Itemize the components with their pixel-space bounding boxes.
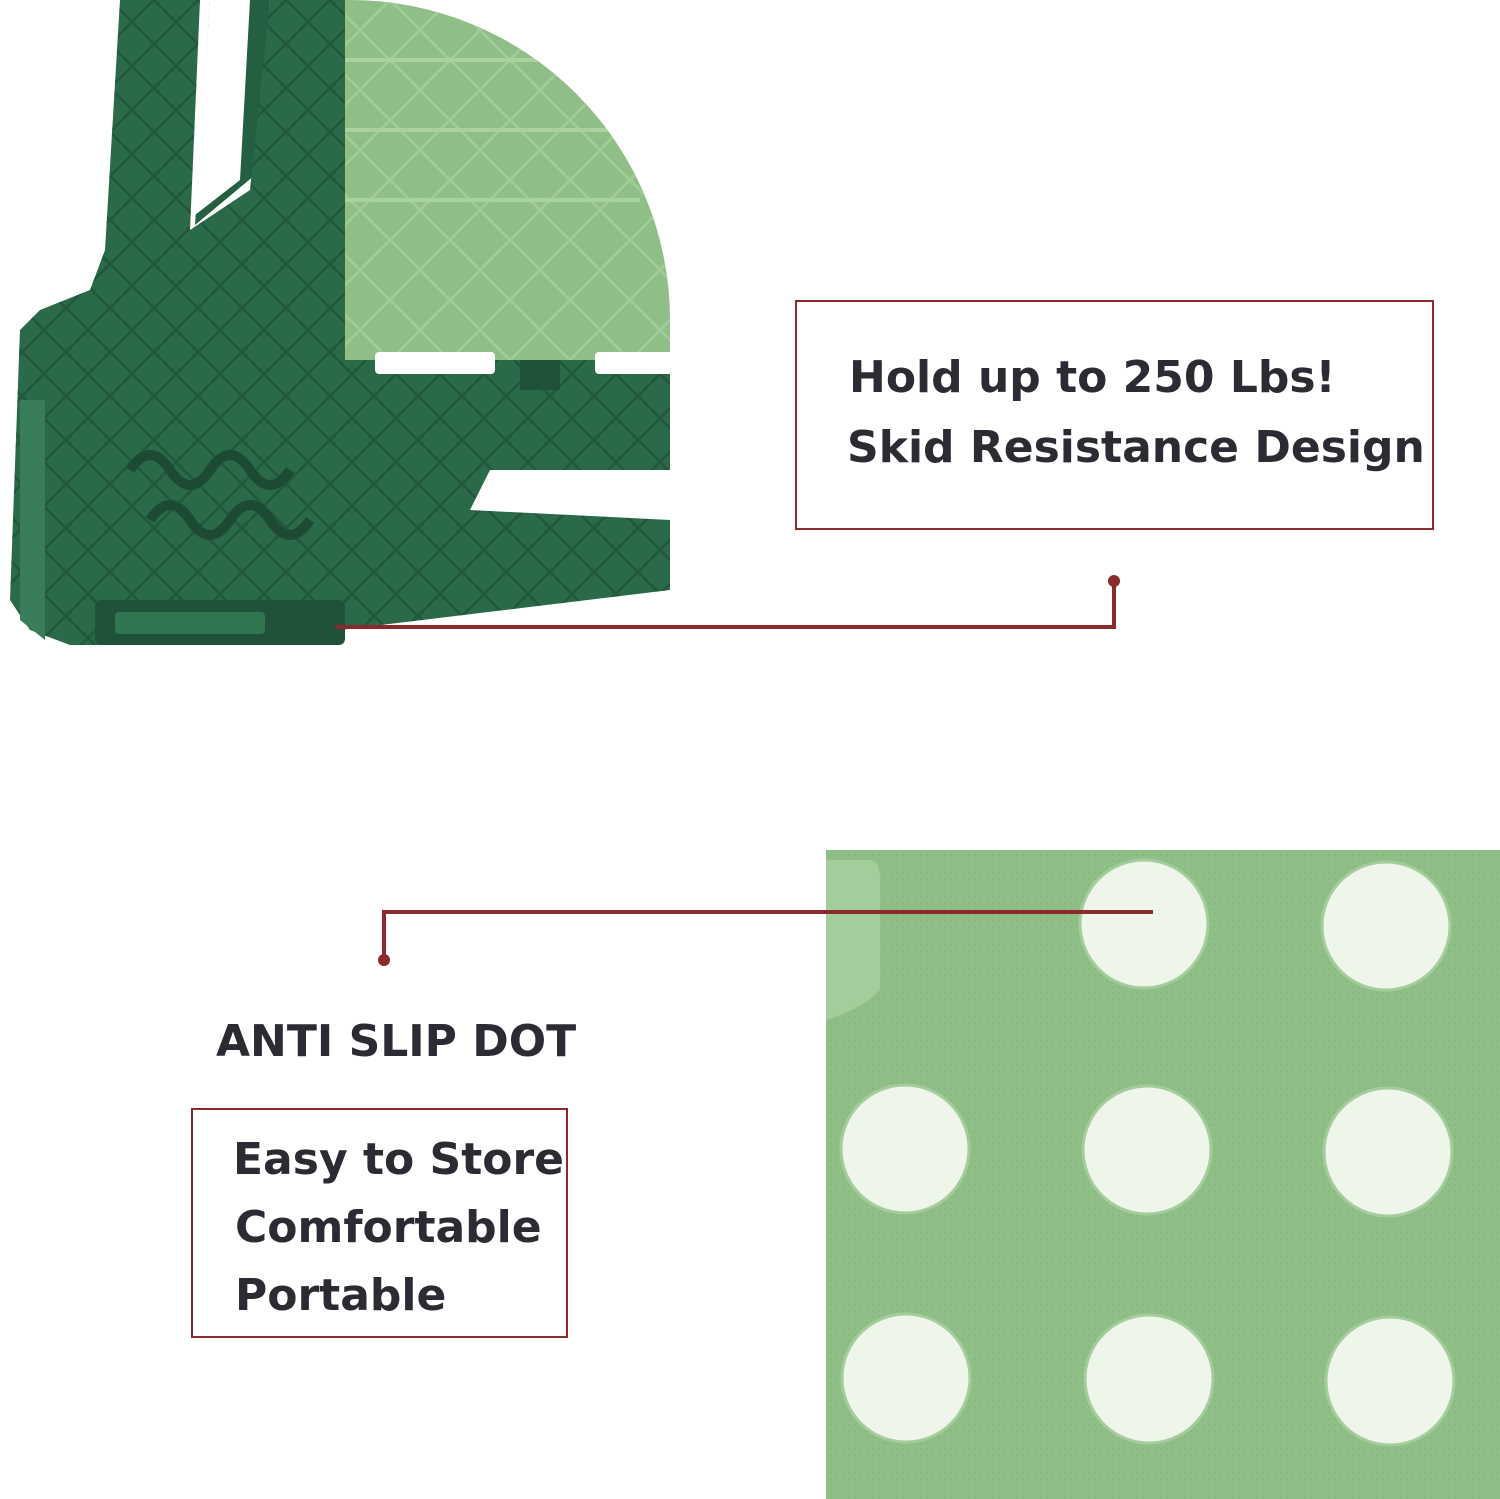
callout-top-line-1: Hold up to 250 Lbs! [849, 352, 1336, 403]
callout-bottom-line-2: Comfortable [235, 1202, 542, 1253]
connector-dot-bottom [378, 954, 390, 966]
anti-slip-title: ANTI SLIP DOT [216, 1016, 577, 1067]
connector-top [335, 582, 1116, 629]
callout-box-top: Hold up to 250 Lbs! Skid Resistance Desi… [795, 300, 1434, 530]
callout-bottom-line-3: Portable [235, 1270, 447, 1321]
connector-dot-top [1108, 575, 1120, 587]
connector-bottom [382, 910, 1153, 958]
callout-box-bottom: Easy to Store Comfortable Portable [191, 1108, 568, 1338]
callout-bottom-line-1: Easy to Store [233, 1134, 565, 1185]
callout-top-line-2: Skid Resistance Design [847, 422, 1425, 473]
